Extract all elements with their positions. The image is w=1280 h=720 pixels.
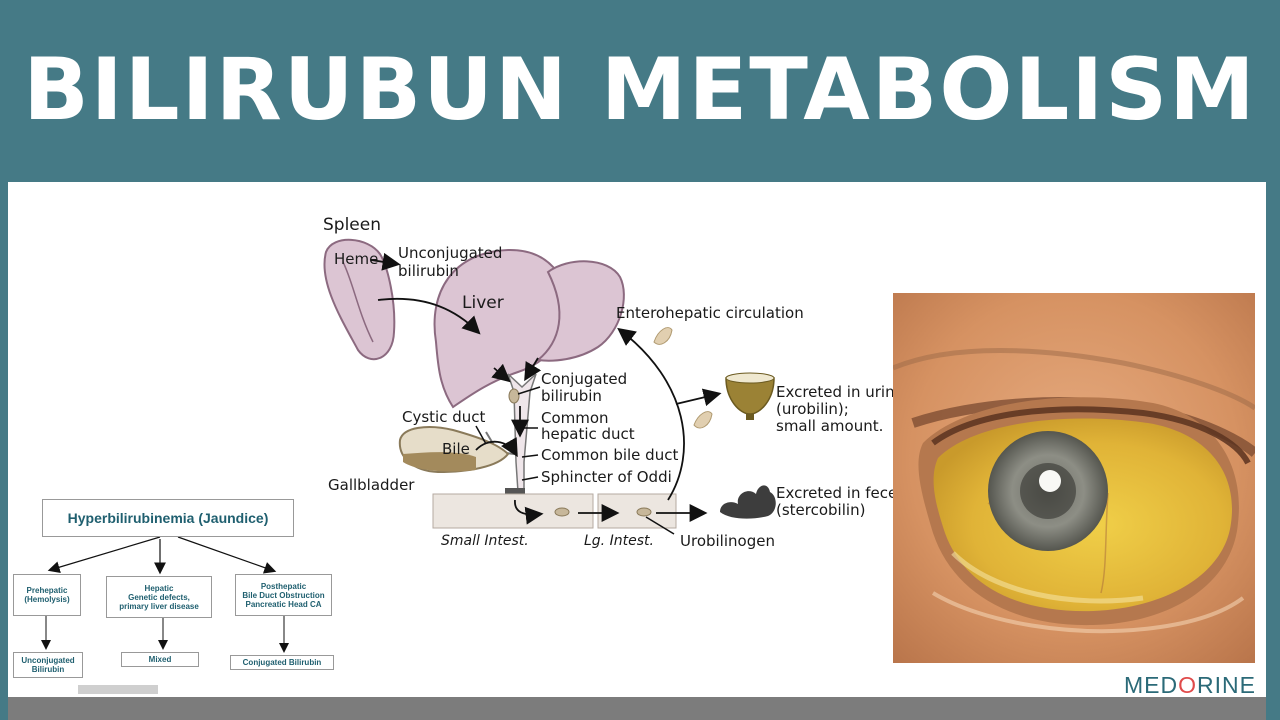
conjugated-label-2: bilirubin <box>541 387 602 405</box>
conjugated-result-box: Conjugated Bilirubin <box>230 655 334 670</box>
prehepatic-box: Prehepatic (Hemolysis) <box>13 574 81 616</box>
common-bile-duct-label: Common bile duct <box>541 446 678 464</box>
posthepatic-sub-label-2: Pancreatic Head CA <box>245 599 322 609</box>
unconjugated-label-1: Unconjugated <box>398 244 502 262</box>
page-title: BILIRUBUN METABOLISM <box>23 40 1257 140</box>
prehepatic-sub-label: (Hemolysis) <box>24 595 70 604</box>
hepatic-sub-label-1: Genetic defects, <box>128 592 190 602</box>
logo-part-2: O <box>1178 672 1198 698</box>
unconjugated-result-sub-label: Bilirubin <box>31 665 65 674</box>
heme-label: Heme <box>334 250 378 268</box>
conjugated-label-1: Conjugated <box>541 370 627 388</box>
posthepatic-label: Posthepatic <box>260 581 307 591</box>
urobilinogen-label: Urobilinogen <box>680 532 775 550</box>
large-intestine-label: Lg. Intest. <box>584 533 654 549</box>
unconjugated-result-label: Unconjugated <box>21 656 75 665</box>
unconjugated-result-box: Unconjugated Bilirubin <box>13 652 83 678</box>
feces-icon <box>720 485 776 519</box>
unconjugated-label-2: bilirubin <box>398 262 459 280</box>
urine-cup-icon <box>725 377 775 415</box>
spleen-shape <box>323 238 396 361</box>
common-hepatic-label-2: hepatic duct <box>541 425 635 443</box>
common-hepatic-label-1: Common <box>541 409 609 427</box>
mixed-result-box: Mixed <box>121 652 199 667</box>
bile-label: Bile <box>442 440 470 458</box>
urine-label-3: small amount. <box>776 417 883 435</box>
posthepatic-sub-label-1: Bile Duct Obstruction <box>242 590 325 600</box>
small-intestine-label: Small Intest. <box>441 533 529 549</box>
hyperbilirubinemia-label: Hyperbilirubinemia (Jaundice) <box>67 510 269 526</box>
urine-label-2: (urobilin); <box>776 400 849 418</box>
cystic-duct-label: Cystic duct <box>402 408 486 426</box>
jaundice-eye-photo <box>893 293 1255 663</box>
bottom-strip <box>8 697 1266 720</box>
liver-label: Liver <box>462 293 504 313</box>
prehepatic-label: Prehepatic <box>26 586 68 595</box>
sphincter-label: Sphincter of Oddi <box>541 468 672 486</box>
feces-label-1: Excreted in feces <box>776 484 905 502</box>
hepatic-label: Hepatic <box>144 583 174 593</box>
enterohepatic-label: Enterohepatic circulation <box>616 304 804 322</box>
hepatic-sub-label-2: primary liver disease <box>119 601 199 611</box>
bilirubin-pathway-diagram: Spleen Heme Unconjugated bilirubin Liver… <box>41 215 905 694</box>
conjugated-result-label: Conjugated Bilirubin <box>242 658 322 667</box>
urine-label-1: Excreted in urine <box>776 383 904 401</box>
logo-part-1: MED <box>1124 672 1179 698</box>
mixed-result-label: Mixed <box>148 655 172 664</box>
spleen-label: Spleen <box>323 215 381 235</box>
medcrine-logo: MEDORINE <box>1124 672 1256 699</box>
hepatic-box: Hepatic Genetic defects, primary liver d… <box>106 576 212 618</box>
feces-label-2: (stercobilin) <box>776 501 865 519</box>
hyperbilirubinemia-box: Hyperbilirubinemia (Jaundice) <box>42 499 294 537</box>
posthepatic-box: Posthepatic Bile Duct Obstruction Pancre… <box>235 574 332 616</box>
gallbladder-label: Gallbladder <box>328 476 415 494</box>
logo-part-3: RINE <box>1197 672 1256 698</box>
